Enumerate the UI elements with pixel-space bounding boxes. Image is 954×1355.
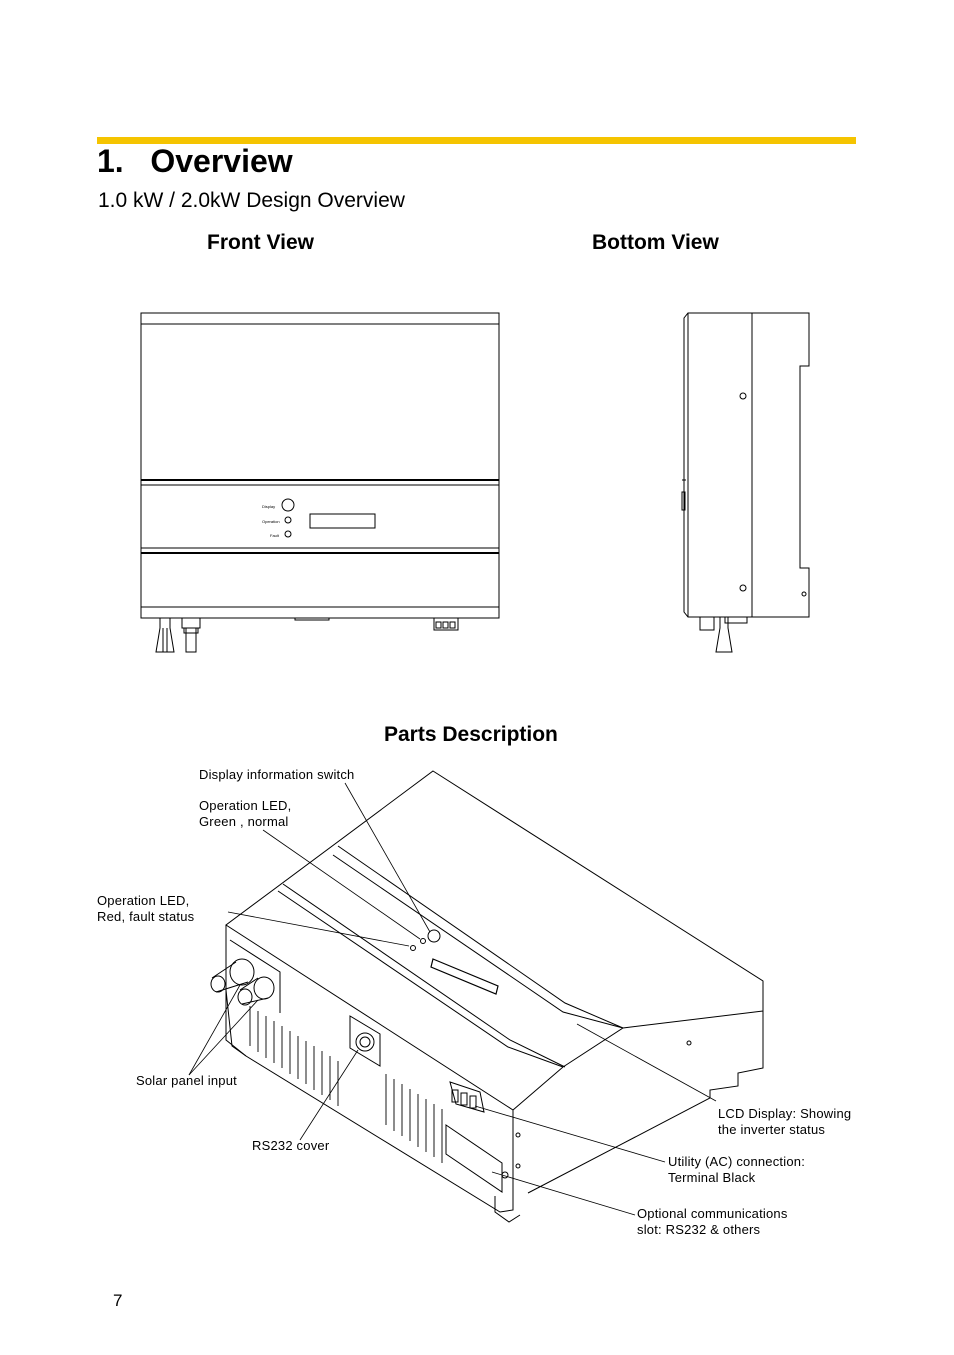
lcd-display — [309, 513, 376, 529]
bottom-view-drawing — [681, 312, 810, 653]
page-number: 7 — [113, 1291, 123, 1310]
callout-leaders — [188, 782, 717, 1216]
front-view-drawing: Display Operation Fault — [140, 312, 500, 653]
section-title: 1. Overview — [97, 143, 293, 180]
callout-ac-connection: Utility (AC) connection: Terminal Black — [668, 1154, 806, 1185]
callout-red-led: Operation LED, Red, fault status — [97, 893, 195, 924]
subtitle: 1.0 kW / 2.0kW Design Overview — [98, 189, 405, 212]
callout-green-led: Operation LED, Green , normal — [199, 798, 292, 829]
callout-lcd-display: LCD Display: Showing the inverter status — [718, 1106, 852, 1137]
section-number: 1. — [97, 143, 124, 179]
bottom-view-heading: Bottom View — [592, 231, 719, 254]
callout-solar-input: Solar panel input — [136, 1073, 237, 1088]
front-label-operation: Operation — [262, 519, 280, 524]
display-button-icon — [281, 498, 295, 512]
parts-description-heading: Parts Description — [384, 723, 558, 746]
section-header-bar — [97, 137, 856, 144]
callout-comm-slot: Optional communications slot: RS232 & ot… — [637, 1206, 788, 1237]
section-title-text: Overview — [150, 143, 293, 179]
inverter-isometric-drawing — [210, 770, 764, 1223]
callout-rs232-cover: RS232 cover — [252, 1138, 330, 1153]
front-label-fault: Fault — [270, 533, 280, 538]
fault-led-icon — [284, 530, 292, 538]
front-view-heading: Front View — [207, 231, 314, 254]
front-label-display: Display — [262, 504, 275, 509]
callout-display-switch: Display information switch — [199, 767, 355, 782]
operation-led-icon — [284, 516, 292, 524]
